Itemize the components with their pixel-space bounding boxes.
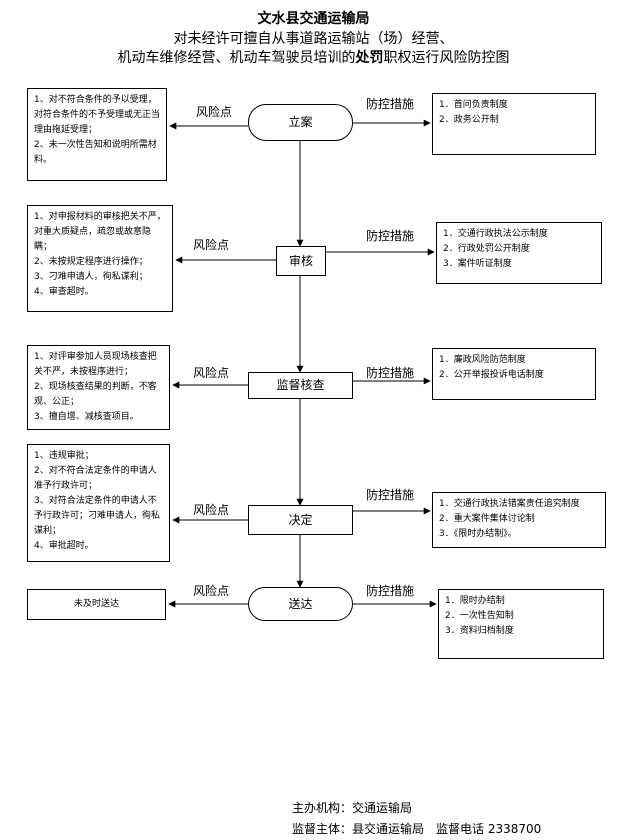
risk-label-step1: 风险点 <box>196 105 233 119</box>
risk-item: 3、刁难申请人，徇私谋利； <box>34 272 148 282</box>
footer-supervisor: 监督主体：县交通运输局 监督电话 2338700 <box>292 822 542 836</box>
step-decision: 决定 <box>248 505 353 535</box>
risk-item: 1、对申报材料的审核把关不严，对重大质疑点，疏忽或故意隐瞒； <box>34 212 166 252</box>
page-subtitle-line-2: 机动车维修经营、机动车驾驶员培训的处罚职权运行风险防控图 <box>0 47 627 67</box>
risk-item: 未及时送达 <box>73 599 119 609</box>
measure-item: 1．交通行政执法错案责任追究制度 <box>439 499 580 509</box>
measure-box-step3: 1．廉政风险防范制度 2．公开举报投诉电话制度 <box>432 348 596 400</box>
measure-item: 2．政务公开制 <box>439 115 499 125</box>
measure-label-step2: 防控措施 <box>366 229 415 243</box>
measure-item: 1．交通行政执法公示制度 <box>443 229 548 239</box>
risk-item: 1、对评审参加人员现场核查把关不严，未按程序进行； <box>34 352 157 377</box>
measure-item: 3．《限时办结制》。 <box>439 529 517 539</box>
risk-box-step4: 1、违规审批； 2、对不符合法定条件的申请人准予行政许可； 3、对符合法定条件的… <box>27 444 170 562</box>
measure-item: 2．一次性告知制 <box>445 611 514 621</box>
step-case-filing: 立案 <box>248 104 353 141</box>
page-title: 文水县交通运输局 <box>257 11 370 27</box>
risk-item: 2、未一次性告知和说明所需材料。 <box>34 140 157 165</box>
risk-box-step2: 1、对申报材料的审核把关不严，对重大质疑点，疏忽或故意隐瞒； 2、未按规定程序进… <box>27 205 173 312</box>
measure-box-step1: 1．首问负责制度 2．政务公开制 <box>432 93 596 155</box>
risk-item: 4、审批超时。 <box>34 541 94 551</box>
risk-label-step4: 风险点 <box>193 503 230 517</box>
subtitle-part-bold: 处罚 <box>355 50 384 66</box>
risk-item: 1、对不符合条件的予以受理，对符合条件的不予受理或无正当理由拖延受理； <box>34 95 161 135</box>
measure-label-step1: 防控措施 <box>366 97 415 111</box>
risk-label-step5: 风险点 <box>193 584 230 598</box>
risk-item: 2、现场核查结果的判断，不客观、公正； <box>34 382 157 407</box>
risk-item: 3、擅自增、减核查项目。 <box>34 412 139 422</box>
subtitle-part-c: 职权运行风险防控图 <box>383 50 510 66</box>
risk-label-step2: 风险点 <box>193 238 230 252</box>
subtitle-part-a: 机动车维修经营、机动车驾驶员培训的 <box>117 50 356 66</box>
measure-label-step4: 防控措施 <box>366 488 415 502</box>
page-subtitle-line-1: 对未经许可擅自从事道路运输站（场）经营、 <box>173 31 454 47</box>
risk-item: 4、审查超时。 <box>34 287 94 297</box>
measure-box-step4: 1．交通行政执法错案责任追究制度 2．重大案件集体讨论制 3．《限时办结制》。 <box>432 492 606 548</box>
measure-item: 2．重大案件集体讨论制 <box>439 514 535 524</box>
measure-item: 3．案件听证制度 <box>443 259 512 269</box>
risk-label-step3: 风险点 <box>193 366 230 380</box>
measure-item: 1．廉政风险防范制度 <box>439 355 526 365</box>
risk-box-step1: 1、对不符合条件的予以受理，对符合条件的不予受理或无正当理由拖延受理； 2、未一… <box>27 88 167 181</box>
footer-host: 主办机构：交通运输局 <box>292 801 413 815</box>
measure-label-step3: 防控措施 <box>366 366 415 380</box>
risk-item: 1、违规审批； <box>34 451 94 461</box>
risk-box-step3: 1、对评审参加人员现场核查把关不严，未按程序进行； 2、现场核查结果的判断，不客… <box>27 345 170 430</box>
step-supervision-verification: 监督核查 <box>248 372 353 399</box>
risk-item: 2、未按规定程序进行操作； <box>34 257 148 267</box>
step-review: 审核 <box>276 246 326 276</box>
step-delivery: 送达 <box>248 587 353 621</box>
measure-item: 2．行政处罚公开制度 <box>443 244 530 254</box>
measure-item: 1．限时办结制 <box>445 596 505 606</box>
risk-box-step5: 未及时送达 <box>27 589 166 620</box>
measure-box-step5: 1．限时办结制 2．一次性告知制 3．资料归档制度 <box>438 589 604 659</box>
measure-item: 1．首问负责制度 <box>439 100 508 110</box>
measure-label-step5: 防控措施 <box>366 584 415 598</box>
risk-item: 2、对不符合法定条件的申请人准予行政许可； <box>34 466 157 491</box>
risk-item: 3、对符合法定条件的申请人不予行政许可；刁难申请人，徇私谋利； <box>34 496 161 536</box>
measure-item: 2．公开举报投诉电话制度 <box>439 370 544 380</box>
measure-item: 3．资料归档制度 <box>445 626 514 636</box>
measure-box-step2: 1．交通行政执法公示制度 2．行政处罚公开制度 3．案件听证制度 <box>436 222 602 284</box>
